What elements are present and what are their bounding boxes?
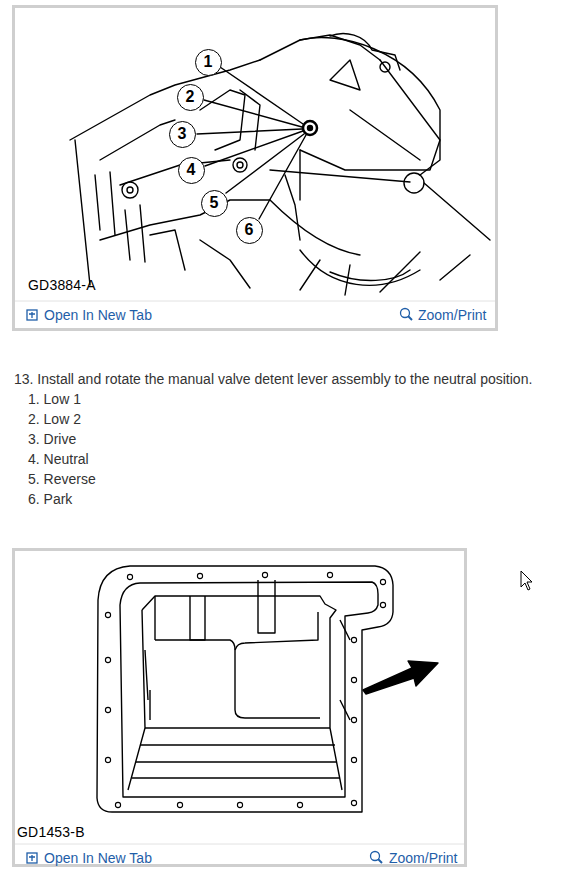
bolt-hole — [327, 572, 332, 577]
figure-code: GD1453-B — [17, 823, 85, 841]
bolt-hole — [105, 757, 110, 762]
link-text: Zoom/Print — [418, 306, 486, 324]
bolt-hole — [105, 657, 110, 662]
bolt-hole — [380, 579, 385, 584]
callout-number: 6 — [245, 222, 254, 238]
link-text: Zoom/Print — [389, 849, 457, 867]
callout-number: 4 — [187, 162, 196, 178]
bolt-hole — [105, 707, 110, 712]
callout-number: 2 — [186, 89, 195, 105]
bolt-hole — [351, 757, 356, 762]
bolt-hole — [127, 574, 132, 579]
list-item: 3. Drive — [28, 430, 76, 448]
bolt-hole — [105, 612, 110, 617]
list-item: 4. Neutral — [28, 450, 89, 468]
link-text: Open In New Tab — [44, 849, 152, 867]
bolt-hole — [115, 802, 120, 807]
list-item: 5. Reverse — [28, 470, 96, 488]
bolt-hole — [351, 637, 356, 642]
bolt-hole — [380, 602, 385, 607]
callout-number: 3 — [178, 126, 187, 142]
list-item: 1. Low 1 — [28, 390, 81, 408]
link-text: Open In New Tab — [44, 306, 152, 324]
callout-number: 1 — [204, 54, 213, 70]
bolt-hole — [177, 802, 182, 807]
list-item: 6. Park — [28, 490, 72, 508]
callout-circle: 6 — [236, 217, 263, 244]
bolt-hole — [197, 573, 202, 578]
callout-circle: 2 — [177, 84, 204, 111]
callout-circle: 4 — [178, 157, 205, 184]
callout-circle: 1 — [195, 49, 222, 76]
figure-code: GD3884-A — [28, 276, 96, 294]
bolt-hole — [262, 572, 267, 577]
list-item: 2. Low 2 — [28, 410, 81, 428]
bolt-hole — [351, 717, 356, 722]
bolt-hole — [297, 802, 302, 807]
callout-number: 5 — [210, 195, 219, 211]
bolt-hole — [351, 677, 356, 682]
bolt-hole — [351, 800, 356, 805]
callout-circle: 3 — [169, 121, 196, 148]
instruction-step: 13. Install and rotate the manual valve … — [14, 370, 532, 388]
callout-circle: 5 — [201, 190, 228, 217]
bolt-hole — [237, 802, 242, 807]
